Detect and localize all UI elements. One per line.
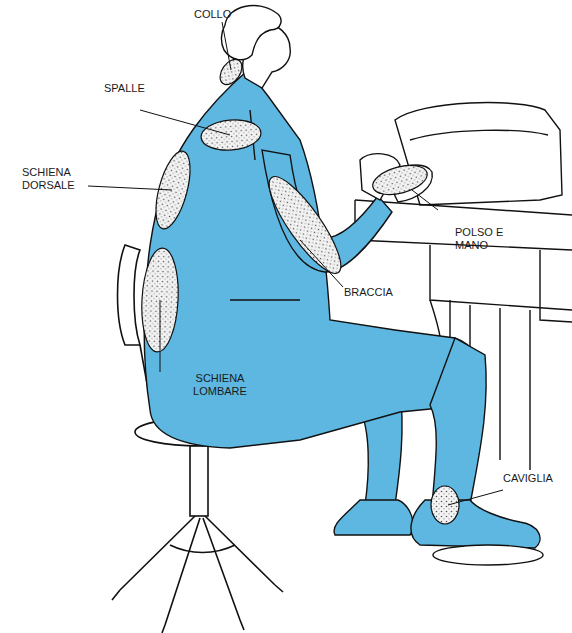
illustration-part xyxy=(431,486,459,524)
illustration-part xyxy=(144,70,478,448)
body-part-label: SCHIENA LOMBARE xyxy=(180,372,260,398)
illustration-part xyxy=(430,245,572,310)
illustration-part xyxy=(334,500,413,535)
illustration-part xyxy=(540,250,572,322)
body-part-label: COLLO xyxy=(194,8,254,21)
illustration-part xyxy=(118,245,141,345)
illustration-part xyxy=(140,110,230,135)
illustration-part xyxy=(170,545,235,553)
illustration-part xyxy=(222,22,231,70)
body-part-label: CAVIGLIA xyxy=(503,472,569,485)
illustration-part xyxy=(448,490,503,505)
illustration-part xyxy=(190,446,208,516)
body-part-label: BRACCIA xyxy=(344,286,414,299)
illustration-part xyxy=(411,500,540,548)
body-part-label: SPALLE xyxy=(104,82,174,95)
figure-body xyxy=(144,70,543,565)
illustration-part xyxy=(370,160,431,200)
illustration-part xyxy=(259,168,352,281)
illustration-part xyxy=(160,300,161,372)
pain-areas xyxy=(139,55,459,524)
illustration-part xyxy=(88,186,172,190)
illustration-part xyxy=(412,190,438,210)
illustration-part xyxy=(149,148,197,233)
illustration-part xyxy=(300,240,343,287)
illustration-part xyxy=(200,117,262,152)
illustration-part xyxy=(216,55,247,88)
illustration-part xyxy=(430,338,486,505)
illustration-part xyxy=(112,585,283,633)
illustration-part xyxy=(120,516,275,625)
illustration-part xyxy=(410,130,548,140)
body-part-label: POLSO E MANO xyxy=(455,226,511,252)
illustration-part xyxy=(433,545,543,565)
body-part-label: SCHIENA DORSALE xyxy=(22,166,92,192)
leader-lines xyxy=(88,22,503,505)
